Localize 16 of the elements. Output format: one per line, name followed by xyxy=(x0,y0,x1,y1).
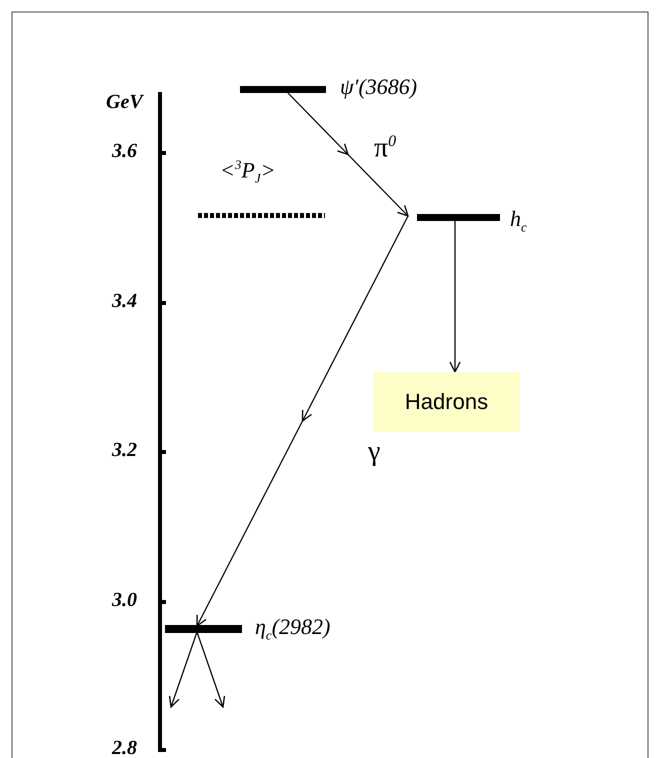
hadrons-box: Hadrons xyxy=(373,372,520,432)
tick-label: 3.0 xyxy=(112,590,137,610)
axis-unit: GeV xyxy=(106,92,143,112)
state-label: η$_{c}$(2982) xyxy=(255,616,330,642)
state-label: ψ′(3686) xyxy=(340,76,418,98)
tick-label: 3.6 xyxy=(112,141,137,161)
tick-label: 3.4 xyxy=(112,291,137,311)
transition-arrow xyxy=(196,216,409,626)
tick-label: 3.2 xyxy=(112,440,137,460)
state-label: <$^{3}$P$_{J}$> xyxy=(220,158,276,185)
tick-label: 2.8 xyxy=(112,738,137,758)
transition-arrow xyxy=(168,632,198,708)
transition-arrow xyxy=(288,92,409,217)
state-label: h$_{c}$ xyxy=(510,208,527,234)
transition-arrow xyxy=(196,632,226,708)
transition-arrow xyxy=(449,221,461,373)
